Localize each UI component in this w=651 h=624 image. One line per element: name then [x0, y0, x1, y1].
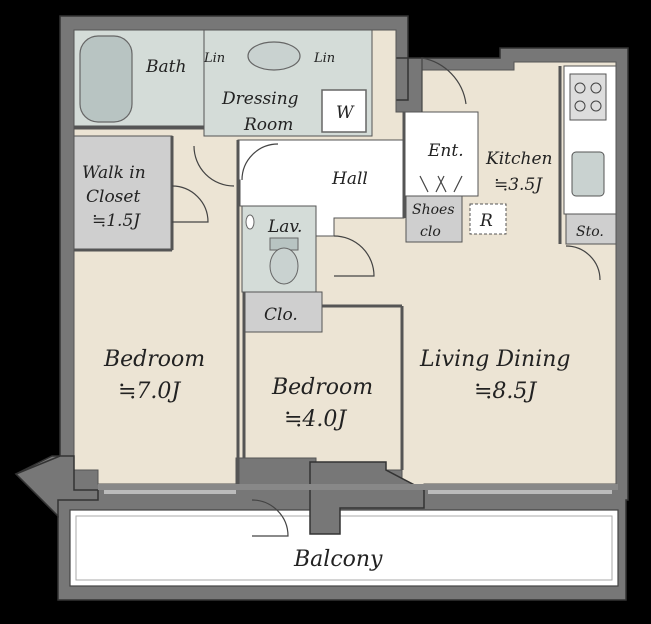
balcony-area — [69, 509, 619, 587]
shoes-label-2: clo — [420, 224, 441, 240]
burner-icon — [574, 100, 586, 112]
walkin-label-2: Closet — [86, 187, 140, 207]
refrigerator-area — [469, 203, 507, 235]
washer-label: W — [336, 103, 355, 123]
kitchen-sink-icon — [571, 151, 605, 197]
lavatory-label: Lav. — [267, 217, 302, 237]
lower-wall-center — [309, 461, 425, 535]
kitchen-size: ≒3.5J — [494, 175, 543, 195]
linen-left-label: Lin — [203, 51, 225, 66]
burner-icon — [574, 82, 586, 94]
bedroom1-size: ≒7.0J — [118, 379, 181, 404]
walkin-label-1: Walk in — [82, 163, 146, 183]
washer-icon — [321, 89, 367, 133]
door-swings — [171, 57, 601, 537]
storage-label: Sto. — [576, 224, 604, 240]
bedroom2-size: ≒4.0J — [284, 407, 347, 432]
balcony-rail — [75, 515, 613, 581]
burner-icon — [590, 82, 602, 94]
walkin-size: ≒1.5J — [92, 211, 141, 231]
bedroom2-label: Bedroom — [271, 375, 373, 400]
lav-sink-icon — [245, 214, 255, 230]
bathtub-icon — [79, 35, 133, 123]
balcony-label: Balcony — [293, 547, 383, 572]
dressing-label-1: Dressing — [221, 89, 299, 109]
shoes-label-1: Shoes — [412, 202, 455, 218]
living-size: ≒8.5J — [474, 379, 537, 404]
shoes-closet-area — [405, 193, 463, 243]
linen-right-label: Lin — [313, 51, 335, 66]
kitchen-label: Kitchen — [485, 149, 552, 169]
basin-icon — [247, 41, 301, 71]
burner-icon — [590, 100, 602, 112]
stove-icon — [569, 73, 607, 121]
dressing-label-2: Room — [243, 115, 293, 135]
closet-label: Clo. — [264, 305, 298, 325]
entrance-label: Ent. — [427, 141, 464, 161]
lower-wall-strip — [98, 484, 618, 490]
refrigerator-label: R — [479, 211, 493, 231]
partition-walls — [74, 66, 562, 484]
bedroom1-label: Bedroom — [103, 347, 205, 372]
hall-label: Hall — [331, 169, 368, 189]
bath-label: Bath — [145, 57, 186, 77]
living-label: Living Dining — [419, 347, 571, 372]
storage-area — [565, 213, 617, 245]
closet-area — [243, 291, 323, 333]
walkin-closet-area — [73, 135, 173, 251]
toilet-bowl-icon — [269, 247, 299, 285]
